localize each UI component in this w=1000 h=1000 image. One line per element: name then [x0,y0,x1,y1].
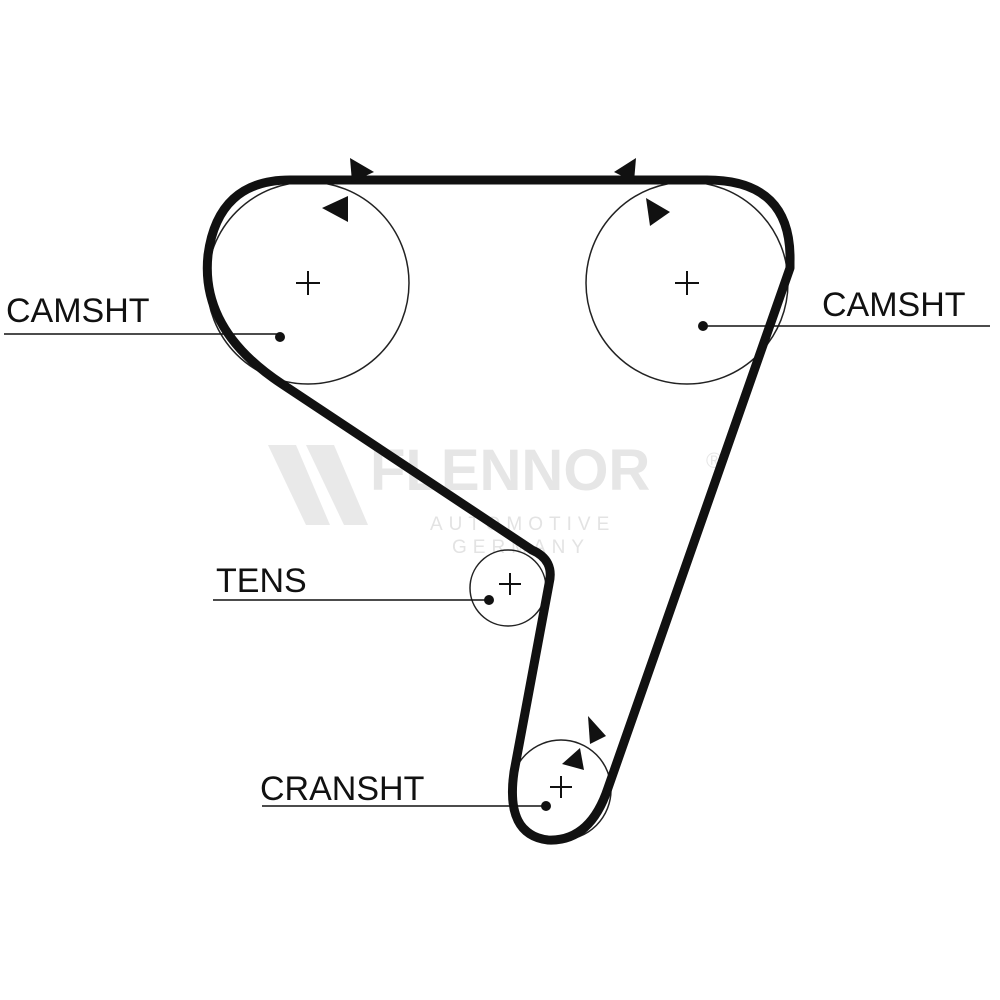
tensioner-label: TENS [216,562,307,600]
camshaft-left-pulley-mark [322,196,348,222]
tensioner-leader-dot [484,595,494,605]
camshaft-right-belt-mark [614,158,636,182]
crankshaft-pulley-mark [562,748,584,770]
brand-tagline-2: GERMANY [452,537,590,558]
camshaft-right-label: CAMSHT [822,286,966,324]
camshaft-right-leader-dot [698,321,708,331]
crankshaft-label: CRANSHT [260,770,424,808]
timing-belt [202,175,795,845]
tensioner-center-mark [499,573,521,595]
camshaft-left-leader-dot [275,332,285,342]
crankshaft-leader-dot [541,801,551,811]
brand-watermark: FLENNOR ® AUTOMOTIVE GERMANY [268,438,722,558]
brand-logo-mark [268,445,330,525]
crankshaft-center-mark [550,776,572,798]
brand-logo-mark-stripe [306,445,368,525]
camshaft-right-center-mark [675,271,699,295]
camshaft-left-center-mark [296,271,320,295]
camshaft-left-label: CAMSHT [6,292,150,330]
brand-tagline-1: AUTOMOTIVE [430,514,615,535]
crankshaft-belt-mark [588,716,606,744]
tensioner-pulley [469,549,547,627]
camshaft-left-belt-mark [350,158,374,182]
camshaft-right-pulley-mark [646,198,670,226]
